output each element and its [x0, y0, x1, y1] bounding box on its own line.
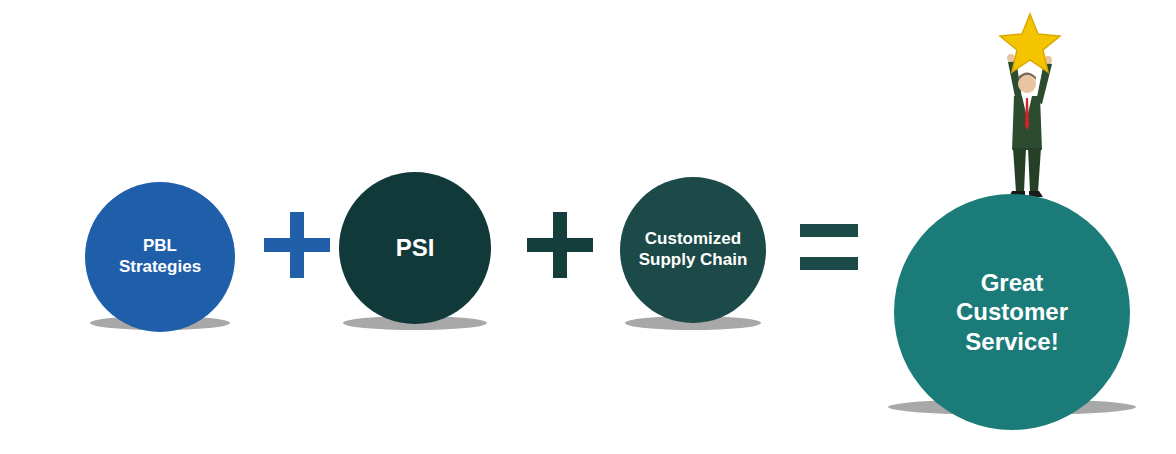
node-label: Customized Supply Chain: [637, 229, 749, 270]
text-stack: PSI: [360, 233, 470, 262]
equals-sign: [800, 224, 858, 270]
circle-fill: [620, 177, 766, 323]
circle-node: Great Customer Service!: [894, 194, 1130, 430]
text-stack: PBL Strategies: [108, 236, 212, 277]
plus-sign: [527, 212, 593, 278]
circle-fill: [339, 172, 491, 324]
text-stack: Great Customer Service!: [932, 268, 1092, 356]
circle-node: Customized Supply Chain: [620, 177, 766, 323]
node-label: PSI: [360, 233, 470, 262]
plus-sign: [264, 212, 330, 278]
circle-fill: [85, 182, 235, 332]
text-stack: Customized Supply Chain: [637, 229, 749, 270]
node-label: Great Customer Service!: [932, 268, 1092, 356]
circle-node: PSI: [339, 172, 491, 324]
circle-fill: [894, 194, 1130, 430]
man-with-star: [1000, 14, 1060, 197]
node-label: PBL Strategies: [108, 236, 212, 277]
circle-node: PBL Strategies: [85, 182, 235, 332]
